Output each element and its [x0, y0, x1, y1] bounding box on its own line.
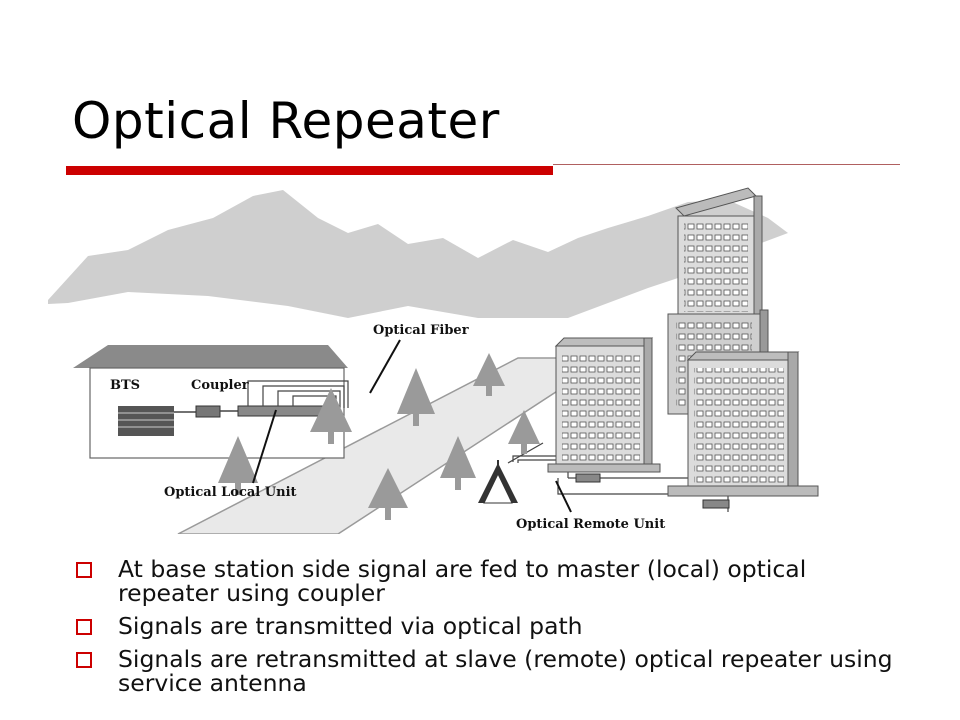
label-coupler: Coupler: [191, 378, 249, 393]
label-optical-local-unit: Optical Local Unit: [164, 485, 297, 500]
square-bullet-icon: [76, 652, 92, 668]
building-middle: [547, 337, 661, 473]
bullet-text: At base station side signal are fed to m…: [118, 555, 807, 607]
building-front: [667, 351, 819, 497]
trees: [218, 353, 540, 520]
mountains: [48, 190, 788, 318]
bullet-item: Signals are transmitted via optical path: [76, 614, 896, 638]
bullet-item: At base station side signal are fed to m…: [76, 557, 896, 605]
service-antenna: [478, 460, 518, 504]
optical-remote-unit-box-2: [702, 499, 730, 509]
slide-title: Optical Repeater: [72, 92, 500, 150]
square-bullet-icon: [76, 562, 92, 578]
bullet-text: Signals are transmitted via optical path: [118, 612, 583, 640]
label-pointers: [252, 339, 572, 513]
coupler-box: [195, 405, 221, 418]
label-bts: BTS: [110, 378, 140, 393]
label-optical-remote-unit: Optical Remote Unit: [516, 517, 665, 532]
bullet-text: Signals are retransmitted at slave (remo…: [118, 645, 893, 697]
title-underline-thin: [553, 164, 900, 165]
fiber-lines-local: [247, 380, 349, 408]
label-optical-fiber: Optical Fiber: [373, 323, 469, 338]
bullet-item: Signals are retransmitted at slave (remo…: [76, 647, 896, 695]
optical-repeater-diagram: Optical Fiber BTS Coupler Optical Local …: [48, 187, 819, 534]
optical-remote-unit-box: [575, 473, 601, 483]
title-underline-accent: [66, 166, 553, 175]
bullet-list: At base station side signal are fed to m…: [76, 557, 896, 704]
bts-building: [73, 345, 348, 459]
square-bullet-icon: [76, 619, 92, 635]
bts-rack: [118, 406, 174, 436]
